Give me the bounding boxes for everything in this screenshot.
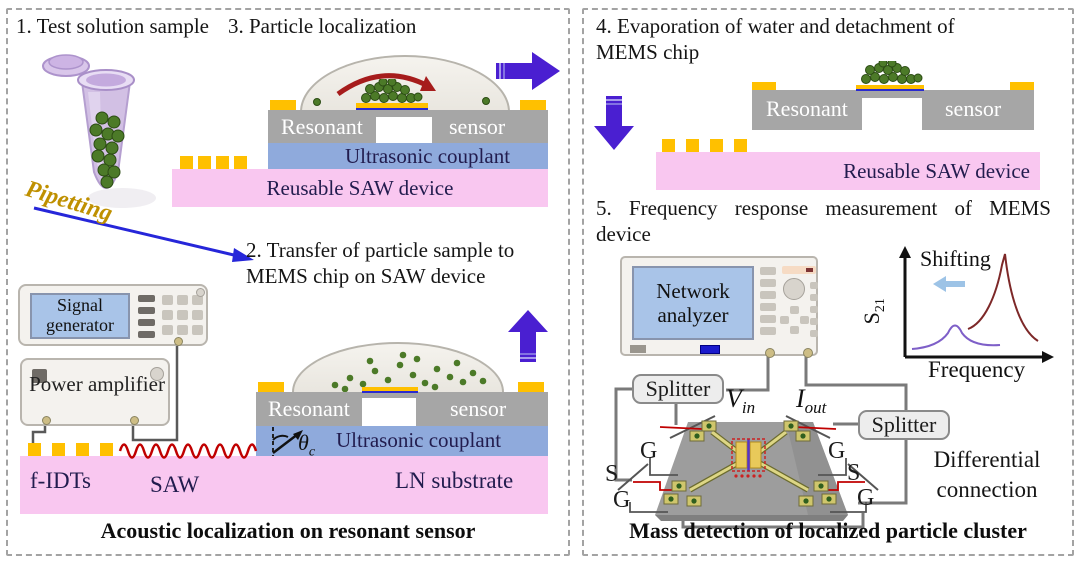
- network-analyzer-screen: Network analyzer: [632, 266, 754, 340]
- gsg-right-g1: G: [828, 438, 846, 464]
- step4-idt-finger: [734, 139, 747, 152]
- gsg-left-g2: G: [613, 487, 631, 513]
- splitter-right: Splitter: [858, 410, 950, 440]
- splitter-left: Splitter: [632, 374, 724, 404]
- step2-dispersed-particles: [331, 351, 487, 392]
- step4-idt-finger: [710, 139, 723, 152]
- step2-chip-pad-left: [258, 382, 284, 392]
- step3-saw-label: Reusable SAW device: [266, 176, 454, 200]
- step2-couplant-layer: [256, 426, 548, 456]
- step2-idt-finger: [28, 443, 41, 456]
- step2-electrode-strip: [362, 387, 418, 391]
- step3-resonant-label: Resonant: [281, 114, 363, 139]
- left-caption: Acoustic localization on resonant sensor: [100, 518, 476, 543]
- saw-wave: [118, 443, 258, 459]
- gsg-right-s: S: [847, 460, 861, 486]
- step3-circulation-arrow: [336, 73, 436, 97]
- step4-chip-cavity: [862, 98, 922, 130]
- step4-saw-label: Reusable SAW device: [843, 159, 1030, 183]
- step4-membrane-line: [856, 89, 924, 91]
- step4-electrode-strip: [856, 85, 924, 89]
- na-port-right: [803, 348, 813, 358]
- step4-resonant-label: Resonant: [766, 96, 848, 121]
- step5-label: 5. Frequency response measurement of MEM…: [596, 196, 1051, 246]
- step2-resonant-label: Resonant: [268, 396, 350, 421]
- iout-label: Iout: [796, 384, 827, 418]
- step3-particle-cluster: [361, 79, 423, 103]
- step3-chip-cavity: [376, 117, 432, 143]
- step2-idt-finger: [52, 443, 65, 456]
- right-caption: Mass detection of localized particle clu…: [629, 518, 1027, 543]
- step3-electrode-strip: [356, 103, 428, 108]
- frequency-axis-label: Frequency: [928, 357, 1026, 382]
- gsg-left-s: S: [605, 461, 619, 487]
- step2-couplant-label: Ultrasonic couplant: [336, 428, 502, 452]
- vin-label: Vin: [726, 384, 756, 418]
- step4-chip-pad-left: [752, 82, 776, 90]
- power-amplifier-label: Power amplifier: [29, 372, 165, 396]
- step4-particle-cluster: [861, 61, 923, 84]
- step2-chip-pad-right: [518, 382, 544, 392]
- na-knob: [783, 278, 805, 300]
- s21-axis-label: S21: [858, 298, 889, 325]
- fidts-label: f-IDTs: [30, 468, 91, 493]
- power-amplifier-port-right: [130, 416, 139, 425]
- signal-generator-screen: Signal generator: [30, 293, 130, 339]
- pipetting-arrow: [33, 206, 254, 262]
- step2-idt-finger: [100, 443, 113, 456]
- step3-idt-finger: [198, 156, 211, 169]
- step3-membrane-line: [356, 108, 428, 110]
- power-amplifier: Power amplifier: [20, 358, 170, 426]
- step4-saw-device: [656, 152, 1040, 190]
- power-amplifier-port-left: [42, 416, 51, 425]
- incidence-angle-marker: [272, 427, 303, 456]
- signal-generator-label: Signal generator: [46, 295, 114, 335]
- na-power-button: [700, 345, 720, 354]
- step2-ln-substrate: [20, 456, 548, 514]
- step3-saw-device: [172, 169, 548, 207]
- network-analyzer-label: Network analyzer: [656, 278, 730, 327]
- step3-idt-finger: [234, 156, 247, 169]
- step4-chip-pad-right: [1010, 82, 1034, 90]
- step2-membrane-line: [362, 391, 418, 393]
- signal-generator: Signal generator: [18, 284, 208, 346]
- gsg-right-g2: G: [857, 485, 875, 511]
- s21-inset-chart: [899, 246, 1054, 363]
- test-tube-illustration: [42, 54, 156, 208]
- step4-label: 4. Evaporation of water and detachment o…: [596, 14, 955, 64]
- saw-label: SAW: [150, 472, 200, 497]
- mems-measurement-wiring: [614, 352, 908, 529]
- step4-idt-finger: [662, 139, 675, 152]
- step1-label: 1. Test solution sample: [16, 14, 209, 38]
- step4-idt-finger: [686, 139, 699, 152]
- instrument-wires: [31, 340, 179, 449]
- step3-stray-particles: [313, 97, 490, 106]
- step3-idt-finger: [216, 156, 229, 169]
- ln-substrate-label: LN substrate: [395, 468, 514, 493]
- step3-couplant-label: Ultrasonic couplant: [345, 144, 511, 168]
- step2-chip-cavity: [362, 398, 416, 426]
- next-step-right-arrow: [496, 52, 560, 90]
- step3-couplant-layer: [268, 143, 548, 169]
- step3-label: 3. Particle localization: [228, 14, 417, 38]
- step3-idt-finger: [180, 156, 193, 169]
- detach-down-arrow: [594, 96, 634, 150]
- shifting-label: Shifting: [920, 246, 991, 271]
- step2-label: 2. Transfer of particle sample to MEMS c…: [246, 238, 515, 288]
- shifting-left-arrow: [933, 276, 965, 292]
- step3-chip-pad-right: [520, 100, 546, 110]
- step4-sensor-label: sensor: [945, 96, 1002, 121]
- step2-idt-finger: [76, 443, 89, 456]
- step2-sensor-label: sensor: [450, 396, 507, 421]
- differential-connection-label: Differential connection: [933, 447, 1041, 502]
- step3-chip-pad-left: [270, 100, 296, 110]
- signal-generator-port: [174, 337, 183, 346]
- step3-sensor-label: sensor: [449, 114, 506, 139]
- gsg-left-g1: G: [640, 438, 658, 464]
- theta-c-label: θc: [298, 430, 316, 460]
- lift-up-arrow: [508, 310, 548, 362]
- na-port-left: [765, 348, 775, 358]
- network-analyzer: Network analyzer: [620, 256, 818, 358]
- na-display-strip: [782, 266, 816, 274]
